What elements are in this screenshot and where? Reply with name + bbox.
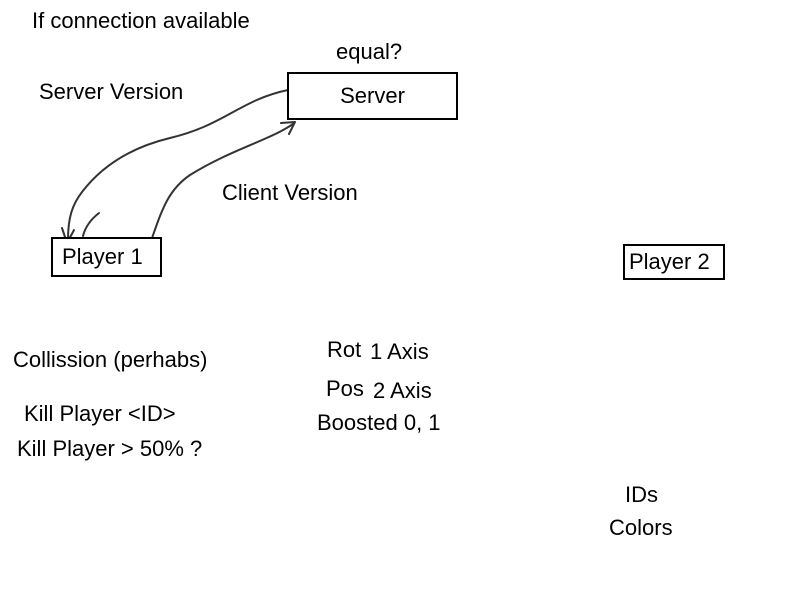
client-version-label: Client Version (222, 180, 358, 205)
colors-note: Colors (609, 515, 673, 540)
pos-value: 2 Axis (373, 378, 432, 403)
player1-node: Player 1 (51, 237, 162, 277)
ids-note: IDs (625, 482, 658, 507)
server-node: Server (287, 72, 458, 120)
heading-if-connection: If connection available (32, 8, 250, 33)
kill-player-id-note: Kill Player <ID> (24, 401, 176, 426)
rot-label: Rot (327, 337, 362, 362)
player2-node-label: Player 2 (629, 249, 710, 274)
client-version-arrow (151, 123, 294, 239)
kill-player-percent-note: Kill Player > 50% ? (17, 436, 203, 461)
rot-value: 1 Axis (370, 339, 429, 364)
pos-label: Pos (326, 376, 364, 401)
player2-node: Player 2 (623, 244, 725, 280)
server-node-label: Server (340, 83, 405, 108)
equal-label: equal? (336, 39, 403, 64)
collision-note: Collission (perhabs) (13, 347, 208, 372)
server-version-arrow (67, 89, 289, 241)
boosted-note: Boosted 0, 1 (317, 410, 441, 435)
server-version-label: Server Version (39, 79, 184, 104)
client-version-arrowhead (280, 121, 296, 135)
player1-node-label: Player 1 (62, 244, 143, 269)
server-version-arrow-tail (82, 212, 100, 237)
